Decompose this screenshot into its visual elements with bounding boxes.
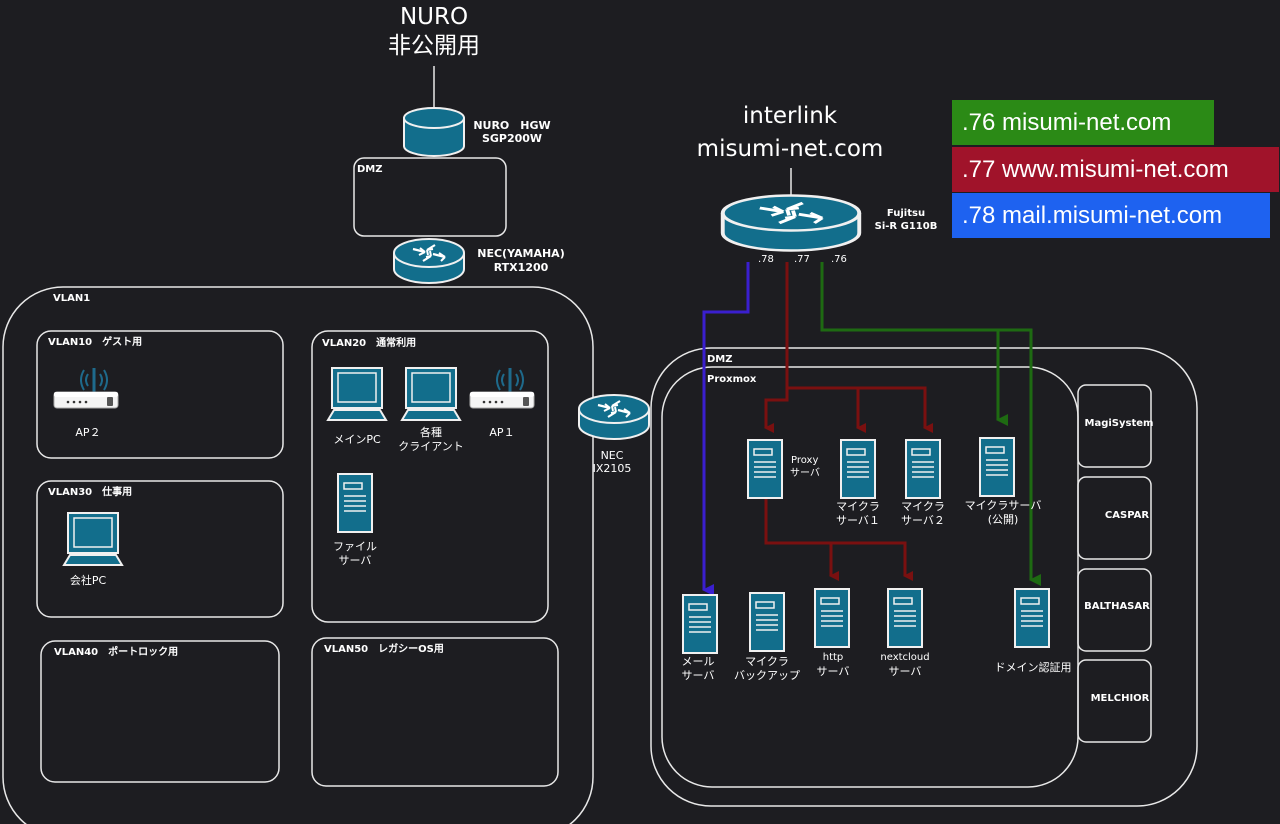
line-proxy-nextcloud xyxy=(831,541,913,581)
mail-label-2: サーバ xyxy=(681,669,715,682)
port-77-label: .77 xyxy=(794,254,810,265)
vlan40-label: VLAN40 ポートロック用 xyxy=(54,647,179,658)
legend-78: .78 mail.misumi-net.com xyxy=(952,193,1270,238)
side-label-caspar: CASPAR xyxy=(1104,510,1150,521)
vlan10-box xyxy=(36,330,284,459)
domain-auth-label: ドメイン認証用 xyxy=(994,661,1072,674)
ap2-icon xyxy=(52,366,120,410)
http-server-icon xyxy=(814,588,850,648)
vlan50-label: VLAN50 レガシーOS用 xyxy=(324,644,444,655)
minecraft-server-2-icon xyxy=(905,439,941,499)
mc1-label-2: サーバ１ xyxy=(836,514,880,527)
title-line1: NURO xyxy=(399,4,469,30)
vlan50-box xyxy=(311,637,559,787)
main-pc-icon xyxy=(327,367,387,421)
backup-label-2: バックアップ xyxy=(734,669,800,682)
minecraft-public-server-icon xyxy=(979,437,1015,497)
line-77-proxy xyxy=(764,262,789,433)
mc2-label-2: サーバ２ xyxy=(901,514,945,527)
nextcloud-label-1: nextcloud xyxy=(880,652,930,663)
title-line2: 非公開用 xyxy=(388,33,480,59)
mc2-label-1: マイクラ xyxy=(901,500,945,513)
ap1-icon xyxy=(468,366,536,410)
main-pc-label: メインPC xyxy=(333,433,381,446)
file-server-label-2: サーバ xyxy=(338,554,372,567)
vlan30-box xyxy=(36,480,284,618)
line-77-mc2 xyxy=(787,386,933,433)
port-76-label: .76 xyxy=(831,254,847,265)
vlan1-label: VLAN1 xyxy=(53,293,91,304)
side-label-melchior: MELCHIOR xyxy=(1090,693,1150,704)
line-proxy-http xyxy=(764,498,839,581)
vlan20-box xyxy=(311,330,549,623)
ix-label-1: NEC xyxy=(600,449,624,462)
nextcloud-label-2: サーバ xyxy=(888,665,922,678)
ix-label-2: IX2105 xyxy=(592,462,632,475)
nextcloud-server-icon xyxy=(887,588,923,648)
proxy-label-1: Proxy xyxy=(791,455,819,466)
hgw-label-2: SGP200W xyxy=(481,132,543,145)
mcpub-label-2: (公開) xyxy=(987,513,1019,526)
vlan1-box xyxy=(2,286,594,824)
side-box-magisystem xyxy=(1077,384,1152,468)
line-76-domain xyxy=(998,328,1041,586)
http-label-1: http xyxy=(822,652,844,663)
interlink-line2: misumi-net.com xyxy=(696,136,884,162)
http-label-2: サーバ xyxy=(816,665,850,678)
fujitsu-label-1: Fujitsu xyxy=(886,208,926,219)
file-server-label-1: ファイル xyxy=(333,540,377,553)
clients-label-2: クライアント xyxy=(398,440,464,453)
nuro-hgw-icon xyxy=(403,107,465,157)
dmz-left-label: DMZ xyxy=(357,164,383,175)
side-label-magisystem: MagiSystem xyxy=(1084,418,1154,429)
side-box-melchior xyxy=(1077,659,1152,743)
dmz-left-box xyxy=(353,157,507,237)
clients-label-1: 各種 xyxy=(420,426,442,439)
line-76-mcpublic xyxy=(820,262,1008,426)
fujitsu-router-icon xyxy=(723,196,860,251)
mcpub-label-1: マイクラサーバ xyxy=(964,499,1042,512)
vlan20-label: VLAN20 通常利用 xyxy=(322,338,417,349)
proxy-server-icon xyxy=(747,439,783,499)
ap1-label: AP１ xyxy=(489,426,515,439)
legend-77: .77 www.misumi-net.com xyxy=(952,147,1279,192)
vlan40-box xyxy=(40,640,280,783)
interlink-line1: interlink xyxy=(742,103,838,129)
vlan30-label: VLAN30 仕事用 xyxy=(48,487,133,498)
domain-auth-server-icon xyxy=(1014,588,1050,648)
clients-pc-icon xyxy=(401,367,461,421)
rtx1200-router-icon xyxy=(392,237,466,285)
dmz-right-label: DMZ xyxy=(707,354,733,365)
dmz-right-box xyxy=(650,347,1198,807)
port-78-label: .78 xyxy=(758,254,774,265)
proxmox-box xyxy=(661,366,1079,788)
vlan10-label: VLAN10 ゲスト用 xyxy=(48,337,143,348)
ap2-label: AP２ xyxy=(75,426,101,439)
backup-server-icon xyxy=(749,592,785,652)
side-label-balthasar: BALTHASAR xyxy=(1084,601,1150,612)
legend-76: .76 misumi-net.com xyxy=(952,100,1214,145)
ix2105-router-icon xyxy=(577,393,651,441)
side-box-caspar xyxy=(1077,476,1152,560)
rtx-label-1: NEC(YAMAHA) xyxy=(477,247,565,260)
company-pc-icon xyxy=(63,512,123,566)
company-pc-label: 会社PC xyxy=(69,574,107,587)
side-box-balthasar xyxy=(1077,568,1152,652)
rtx-label-2: RTX1200 xyxy=(493,261,549,274)
hgw-label-1: NURO HGW xyxy=(473,119,551,132)
fujitsu-label-2: Si-R G110B xyxy=(874,221,938,232)
file-server-icon xyxy=(337,473,373,533)
proxmox-label: Proxmox xyxy=(707,374,757,385)
backup-label-1: マイクラ xyxy=(745,655,789,668)
proxy-label-2: サーバ xyxy=(790,468,820,479)
mc1-label-1: マイクラ xyxy=(836,500,880,513)
mail-server-icon xyxy=(682,594,718,654)
line-78-mail xyxy=(702,262,750,596)
minecraft-server-1-icon xyxy=(840,439,876,499)
mail-label-1: メール xyxy=(681,655,715,668)
